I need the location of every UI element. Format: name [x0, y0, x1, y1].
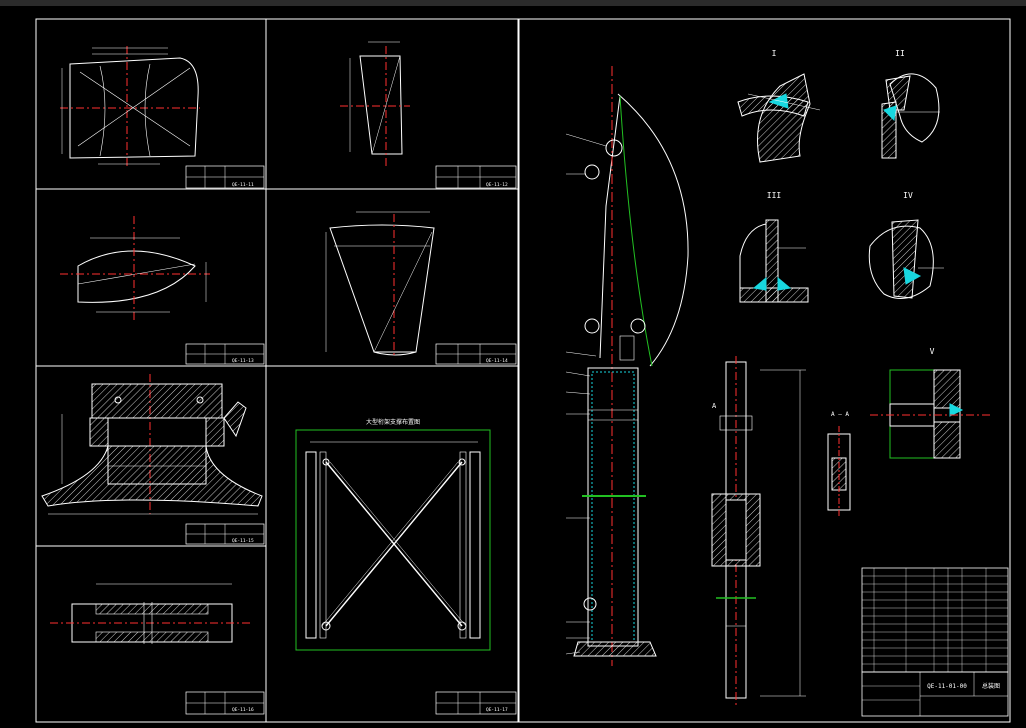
detail-I-view[interactable]: I	[737, 49, 821, 163]
left-sheet-frame	[35, 18, 519, 723]
sheet-1-code: QE-11-11	[232, 182, 254, 188]
sheet-6-shaft-view[interactable]	[50, 583, 252, 644]
sheet-3-lens-view[interactable]	[60, 216, 210, 322]
sheet-5-code: QE-11-15	[232, 538, 254, 544]
detail-V-label: V	[930, 347, 935, 356]
sheet-2-title-block[interactable]: QE-11-12	[435, 165, 517, 189]
sheet-4-code: QE-11-14	[486, 358, 508, 364]
right-sheet-frame	[518, 18, 1011, 723]
detail-III-label: III	[767, 191, 782, 200]
detail-III-view[interactable]: III	[739, 191, 809, 303]
sheet-5-flange-section[interactable]	[41, 374, 263, 515]
sheet-6-code: QE-11-16	[232, 707, 254, 713]
sheet-3-code: QE-11-13	[232, 358, 254, 364]
sheet-7-title-block[interactable]: QE-11-17	[435, 691, 517, 715]
truss-frame-caption: 大型桁架支撑布置图	[366, 418, 420, 426]
title-bar	[0, 0, 1026, 6]
detail-II-label: II	[895, 49, 905, 58]
detail-IV-label: IV	[903, 191, 913, 200]
assembly-parts-list[interactable]	[861, 567, 1009, 673]
sheet-2-code: QE-11-12	[486, 182, 508, 188]
part-leader-lines	[565, 133, 607, 655]
sheet-2-plate-view[interactable]	[340, 41, 410, 166]
detail-I-label: I	[772, 49, 777, 58]
sheet-4-fan-view[interactable]	[325, 211, 435, 358]
sheet-6-title-block[interactable]: QE-11-16	[185, 691, 265, 715]
detail-II-view[interactable]: II	[881, 49, 940, 159]
detail-V-view[interactable]: V	[870, 347, 990, 459]
cad-drawing-canvas[interactable]: QE-11-11 QE-11-12 QE-11-13	[0, 6, 1026, 728]
sheet-3-title-block[interactable]: QE-11-13	[185, 343, 265, 365]
sheet-4-title-block[interactable]: QE-11-14	[435, 343, 517, 365]
section-A-A-view[interactable]: A — A	[827, 411, 851, 518]
detail-IV-view[interactable]: IV	[868, 191, 944, 299]
section-A-A-label: A — A	[831, 411, 849, 418]
assembly-main-elevation[interactable]	[573, 66, 689, 666]
sheet-7-truss-frame[interactable]: 大型桁架支撑布置图	[295, 418, 491, 651]
sheet-5-title-block[interactable]: QE-11-15	[185, 523, 265, 545]
assembly-drawing-code: QE-11-01-00	[927, 683, 967, 690]
pole-detail-view[interactable]: A	[711, 356, 806, 706]
sheet-1-plate-view[interactable]	[60, 46, 200, 166]
sheet-1-title-block[interactable]: QE-11-11	[185, 165, 265, 189]
assembly-title-block[interactable]: QE-11-01-00 总装图	[861, 671, 1009, 717]
pole-view-arrow-label: A	[712, 402, 717, 410]
sheet-7-code: QE-11-17	[486, 707, 508, 713]
assembly-drawing-name: 总装图	[982, 682, 1000, 690]
